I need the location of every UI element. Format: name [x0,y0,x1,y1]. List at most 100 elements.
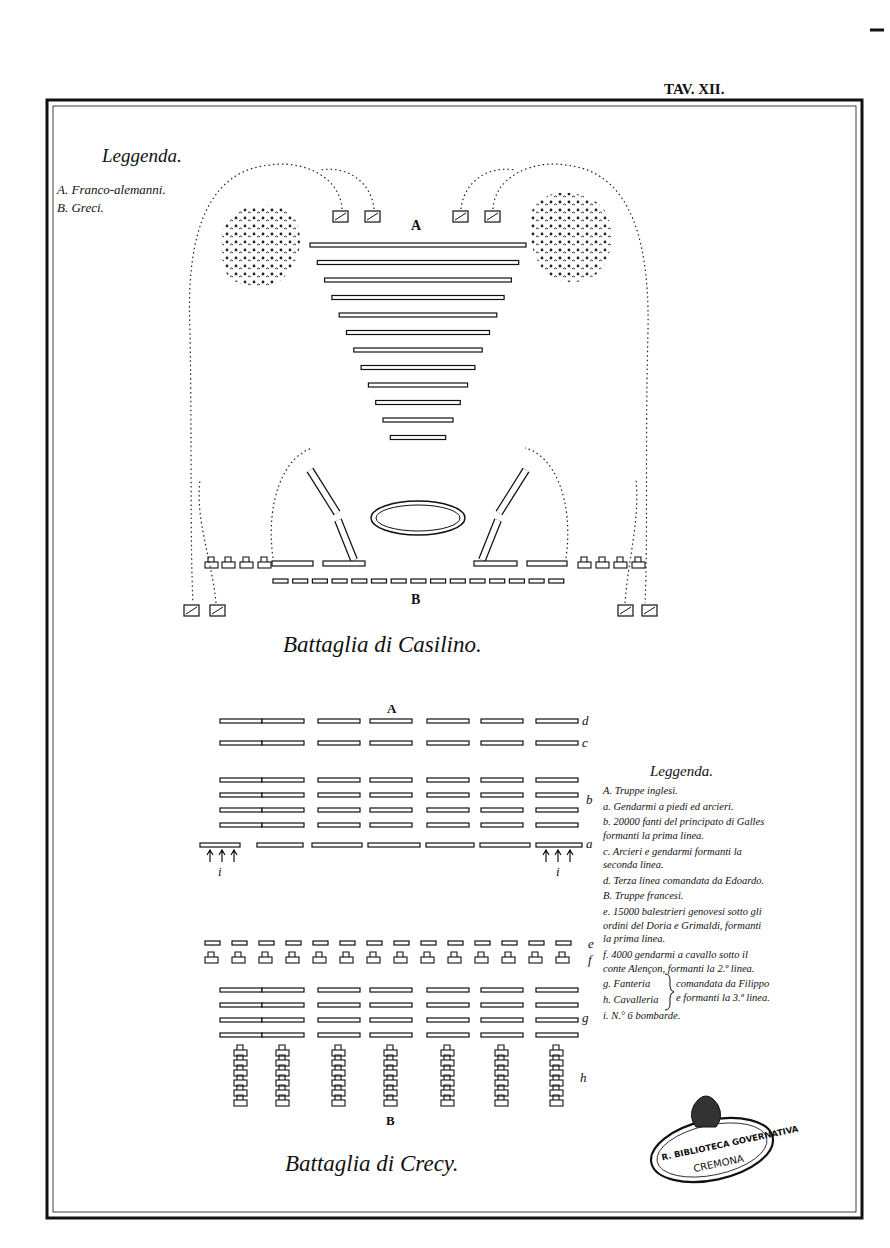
troop-bar [376,401,461,405]
plate-frame [47,100,862,1218]
troop-bar [536,741,578,745]
troop-bar [529,579,544,583]
troop-bar [527,561,567,566]
troop-bar [536,719,578,723]
cavalry-box [618,605,633,616]
troop-bar [361,366,475,370]
cavalry-flag [279,1045,285,1050]
cavalry-flag [279,1065,285,1070]
troop-bar [481,1003,523,1007]
bombard-arrow [555,850,561,862]
troop-bar [220,823,262,827]
troop-bar [481,741,523,745]
cavalry-flag [279,1095,285,1100]
troop-bar [549,579,564,583]
dotted-path [625,480,637,603]
cavalry-flag [553,1085,559,1090]
army-letter: A [387,701,396,717]
troop-bar [332,579,347,583]
oblique-bar [310,470,337,513]
troop-bar [427,823,469,827]
cavalry-flag [444,1095,450,1100]
troop-bar [391,579,406,583]
cavalry-box-diagonal [455,213,466,220]
cavalry-flag [237,1055,243,1060]
army-letter: B [386,1113,395,1129]
cavalry-flag [424,952,430,957]
cavalry-mark [234,1100,247,1106]
troop-bar [481,719,523,723]
troop-bar [339,313,497,317]
cavalry-box [485,211,500,222]
troop-bar [318,719,360,723]
legend-entry: A. Franco-alemanni. [57,182,166,198]
cavalry-flag [387,1095,393,1100]
cavalry-flag [335,1055,341,1060]
cavalry-mark [550,1100,563,1106]
troop-bar [427,1018,469,1022]
troop-bar [259,941,274,945]
troop-bar [340,941,355,945]
cavalry-flag [235,952,241,957]
dotted-path [461,169,515,209]
cavalry-mark [441,1100,454,1106]
cavalry-mark [384,1100,397,1106]
troop-bar [293,579,308,583]
troop-bar [427,741,469,745]
cavalry-mark [205,562,218,568]
cavalry-box-diagonal [367,213,378,220]
troop-bar [536,808,578,812]
cavalry-flag [387,1075,393,1080]
cavalry-mark [205,957,218,963]
troop-bar [475,941,490,945]
cavalry-flag [335,1045,341,1050]
plate-frame-inner [53,106,856,1212]
troop-bar [509,579,524,583]
troop-bar [332,296,504,300]
cavalry-flag [581,557,587,562]
troop-bar [220,778,262,782]
troop-bar [325,278,512,282]
woods-left [222,205,300,288]
troop-bar [200,843,240,847]
stamp-crest [691,1096,720,1127]
cavalry-flag [444,1085,450,1090]
troop-bar [318,1033,360,1037]
cavalry-flag [553,1065,559,1070]
troop-bar [536,1018,578,1022]
legend-entry: f. 4000 gendarmi a cavallo sotto il cont… [603,948,768,975]
cavalry-box-diagonal [487,213,498,220]
edge-mark [870,29,884,32]
army-letter: B [411,592,420,609]
troop-bar [502,941,517,945]
cavalry-mark [340,957,353,963]
troop-bar [232,941,247,945]
troop-bar [310,243,526,247]
troop-bar [262,741,304,745]
troop-bar [220,808,262,812]
troop-bar [205,941,220,945]
troop-bar [286,941,301,945]
cavalry-flag [397,952,403,957]
cavalry-flag [335,1075,341,1080]
cavalry-flag [444,1065,450,1070]
cavalry-flag [343,952,349,957]
cavalry-flag [451,952,457,957]
cavalry-mark [240,562,253,568]
line-letter: h [580,1070,587,1086]
line-letter: a [586,836,593,852]
cavalry-flag [335,1095,341,1100]
troop-bar [370,823,412,827]
troop-bar [536,793,578,797]
legend-entry: h. Cavalleria [603,993,663,1007]
cavalry-box [642,605,657,616]
cavalry-box-diagonal [620,607,631,614]
bombard-arrow [207,850,213,862]
dotted-path [271,448,313,558]
cavalry-box [184,605,199,616]
woods-right [530,193,612,282]
dotted-path [525,448,568,558]
oblique-bar [338,520,354,560]
troop-bar [367,941,382,945]
troop-bar [481,778,523,782]
